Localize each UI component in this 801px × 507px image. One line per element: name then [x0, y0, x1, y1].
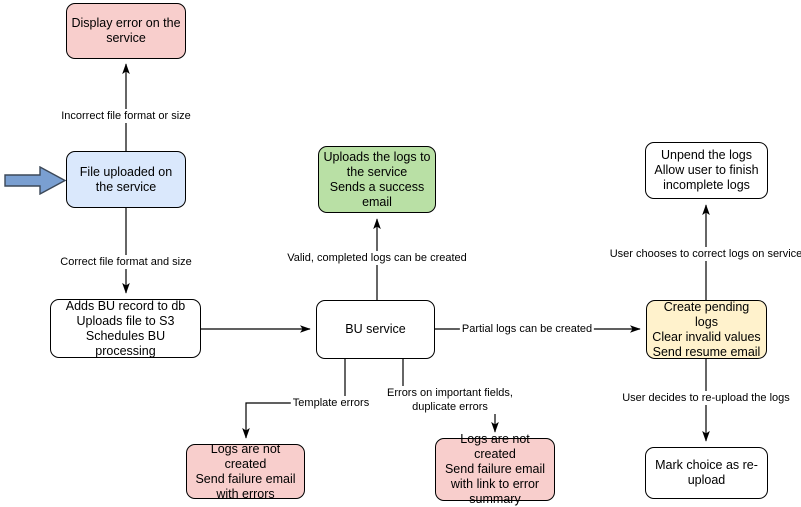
mark-choice-node[interactable]: Mark choice as re-upload	[645, 447, 768, 499]
bu-service-label: BU service	[345, 322, 406, 336]
edge-label-correct-format: Correct file format and size	[58, 255, 194, 269]
edge-label-template-errors: Template errors	[290, 396, 372, 410]
edge-label-user-reupload: User decides to re-upload the logs	[620, 391, 792, 405]
bu-service-node[interactable]: BU service	[316, 300, 435, 359]
edge-label-valid-completed: Valid, completed logs can be created	[285, 251, 469, 265]
edge-templateerrors-elbow	[242, 402, 292, 439]
file-uploaded-label: File uploaded on the service	[79, 164, 173, 194]
edge-label-user-corrects: User chooses to correct logs on service	[607, 247, 801, 261]
display-error-label: Display error on the service	[71, 16, 181, 45]
edge-label-partial-logs: Partial logs can be created	[459, 322, 595, 336]
external-input-block-arrow	[4, 166, 66, 195]
edge-label-incorrect-format: Incorrect file format or size	[59, 109, 193, 123]
edge-label-errors-important: Errors on important fields, duplicate er…	[373, 386, 527, 414]
file-uploaded-node[interactable]: File uploaded on the service	[66, 151, 186, 208]
mark-choice-label: Mark choice as re-upload	[655, 458, 758, 487]
display-error-node[interactable]: Display error on the service	[66, 3, 186, 59]
